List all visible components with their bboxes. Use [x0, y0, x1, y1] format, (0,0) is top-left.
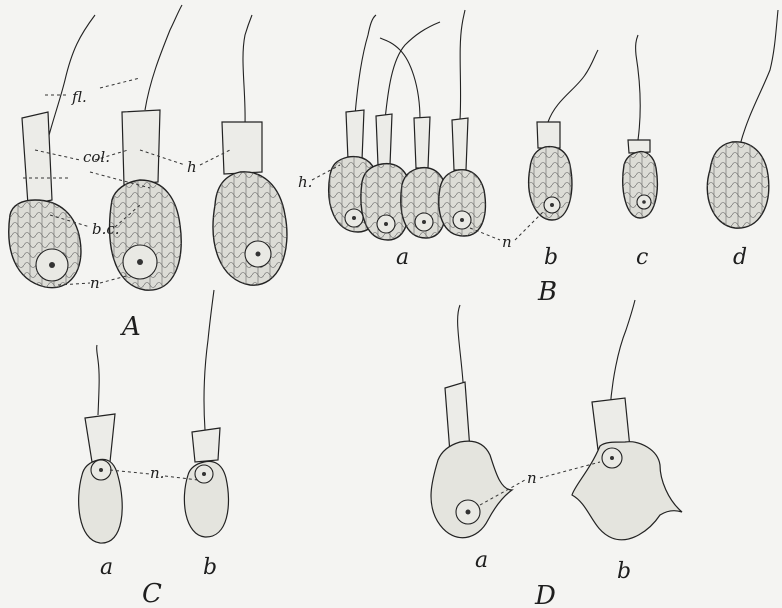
panel-c: n. a b C — [79, 290, 229, 608]
label-h: h — [187, 158, 197, 176]
panel-b-cell-d — [707, 10, 778, 228]
sublabel-b: b — [617, 559, 631, 584]
label-n: n — [527, 469, 537, 487]
label-n: n — [90, 274, 100, 292]
sublabel-b: b — [544, 245, 558, 270]
panel-b: h. n a b c d B — [298, 10, 778, 307]
collar — [22, 112, 52, 205]
panel-b-cell-a — [329, 10, 486, 240]
panel-d-cell-a — [431, 305, 512, 538]
flagellum — [145, 5, 182, 110]
panel-a: fl. col. h b.c. n A — [9, 5, 287, 342]
collar — [122, 110, 160, 185]
panel-a-cell-2 — [110, 5, 182, 290]
collar — [222, 122, 262, 174]
label-col: col. — [83, 148, 110, 166]
sublabel-c: c — [636, 245, 648, 270]
label-n: n. — [150, 464, 164, 482]
panel-label-b: B — [537, 277, 557, 307]
sublabel-b: b — [203, 555, 217, 580]
panel-b-cell-b — [529, 50, 598, 220]
panel-label-c: C — [142, 579, 162, 608]
sublabel-a: a — [396, 245, 409, 270]
sublabel-a: a — [475, 548, 488, 573]
panel-c-cell-b — [184, 290, 228, 537]
label-h: h. — [298, 173, 312, 191]
flagellum — [243, 15, 252, 125]
label-n: n — [502, 233, 512, 251]
sublabel-d: d — [733, 245, 747, 270]
panel-c-cell-a — [79, 345, 123, 543]
panel-b-cell-c — [623, 35, 658, 218]
panel-label-d: D — [534, 581, 556, 608]
sublabel-a: a — [100, 555, 113, 580]
label-bc: b.c. — [92, 220, 120, 238]
panel-a-cell-3 — [213, 15, 287, 285]
panel-d-cell-b — [572, 300, 682, 540]
panel-label-a: A — [120, 312, 141, 342]
label-fl: fl. — [71, 88, 87, 106]
panel-d: n a b D — [431, 300, 682, 608]
